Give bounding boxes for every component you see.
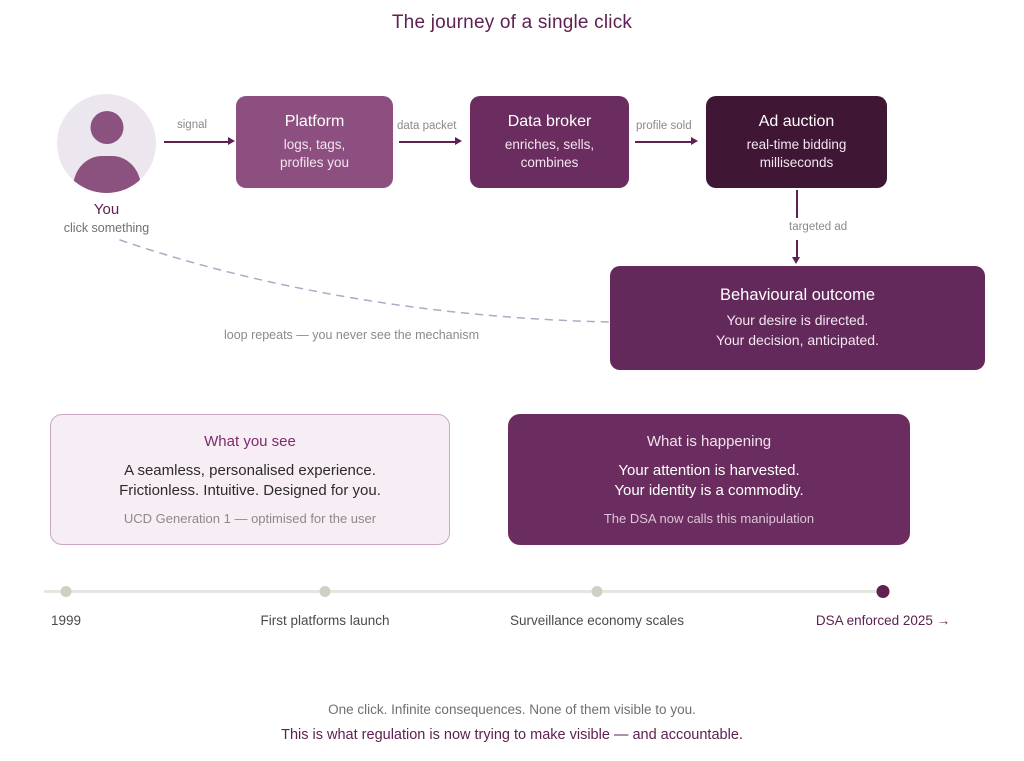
arrowhead-auction-to-outcome <box>792 257 800 264</box>
flow-node-data-broker-title: Data broker <box>507 112 592 130</box>
timeline-label-surveillance-economy-scales: Surveillance economy scales <box>509 613 685 628</box>
loop-label: loop repeats — you never see the mechani… <box>224 328 479 342</box>
flow-node-behavioural-outcome-line-2: Your decision, anticipated. <box>716 331 879 348</box>
card-what-is-happening-footnote: The DSA now calls this manipulation <box>603 511 815 527</box>
card-what-is-happening[interactable]: What is happening Your attention is harv… <box>508 414 910 545</box>
avatar-head-shape <box>90 111 123 144</box>
user-avatar-icon <box>57 94 156 193</box>
card-what-you-see-title: What you see <box>204 432 296 450</box>
connector-auction-to-outcome-lower <box>796 240 798 258</box>
card-what-is-happening-title: What is happening <box>646 432 772 450</box>
flow-node-platform[interactable]: Platform logs, tags, profiles you <box>236 96 393 188</box>
timeline-label-first-platforms-launch: First platforms launch <box>260 613 390 628</box>
footer: One click. Infinite consequences. None o… <box>0 702 1024 743</box>
flow-node-data-broker[interactable]: Data broker enriches, sells, combines <box>470 96 629 188</box>
flow-node-ad-auction-line-1: real-time bidding <box>746 136 847 152</box>
timeline-track <box>44 590 882 593</box>
flow-node-platform-line-1: logs, tags, <box>283 136 346 152</box>
connector-label-signal: signal <box>177 119 208 131</box>
flow-node-platform-line-2: profiles you <box>279 154 350 170</box>
avatar-body-shape <box>72 156 141 193</box>
card-what-is-happening-line-2: Your identity is a commodity. <box>614 482 804 499</box>
footer-line-1: One click. Infinite consequences. None o… <box>328 702 696 717</box>
flow-node-ad-auction-title: Ad auction <box>758 112 835 130</box>
actor-sublabel: click something <box>63 221 150 235</box>
card-what-you-see-footnote: UCD Generation 1 — optimised for the use… <box>123 511 377 527</box>
timeline-dot-active-icon <box>876 585 890 598</box>
arrowhead-you-to-platform <box>228 137 235 145</box>
card-what-is-happening-line-1: Your attention is harvested. <box>618 461 800 479</box>
connector-broker-to-auction <box>635 141 691 143</box>
actor-you: You click something <box>57 94 156 235</box>
card-what-you-see-line-1: A seamless, personalised experience. <box>124 461 376 479</box>
timeline: 1999 First platforms launch Surveillance… <box>44 585 950 642</box>
footer-line-2: This is what regulation is now trying to… <box>281 727 743 743</box>
arrowhead-broker-to-auction <box>691 137 698 145</box>
flow-node-platform-title: Platform <box>284 112 345 130</box>
timeline-label-1999: 1999 <box>50 613 82 628</box>
flow-node-behavioural-outcome[interactable]: Behavioural outcome Your desire is direc… <box>610 266 985 370</box>
connector-platform-to-broker <box>399 141 455 143</box>
flow-node-behavioural-outcome-title: Behavioural outcome <box>719 285 875 304</box>
flow-node-data-broker-line-1: enriches, sells, <box>504 136 595 152</box>
arrowhead-platform-to-broker <box>455 137 462 145</box>
card-what-you-see[interactable]: What you see A seamless, personalised ex… <box>50 414 450 545</box>
connector-label-targeted-ad: targeted ad <box>789 221 848 233</box>
timeline-label-dsa-enforced-2025: DSA enforced 2025 → <box>815 613 951 628</box>
connector-auction-to-outcome-upper <box>796 190 798 218</box>
connector-you-to-platform <box>164 141 228 143</box>
actor-label: You <box>93 201 120 218</box>
card-what-you-see-line-2: Frictionless. Intuitive. Designed for yo… <box>119 482 381 499</box>
flow-node-ad-auction-line-2: milliseconds <box>759 154 834 170</box>
timeline-dot-icon <box>319 586 331 597</box>
flow-node-behavioural-outcome-line-1: Your desire is directed. <box>726 311 869 328</box>
timeline-dot-icon <box>60 586 72 597</box>
timeline-dot-icon <box>591 586 603 597</box>
connector-label-data-packet: data packet <box>397 120 457 132</box>
flow-node-data-broker-line-2: combines <box>520 154 579 170</box>
connector-label-profile-sold: profile sold <box>636 120 692 132</box>
flow-node-ad-auction[interactable]: Ad auction real-time bidding millisecond… <box>706 96 887 188</box>
page-title: The journey of a single click <box>391 12 633 33</box>
